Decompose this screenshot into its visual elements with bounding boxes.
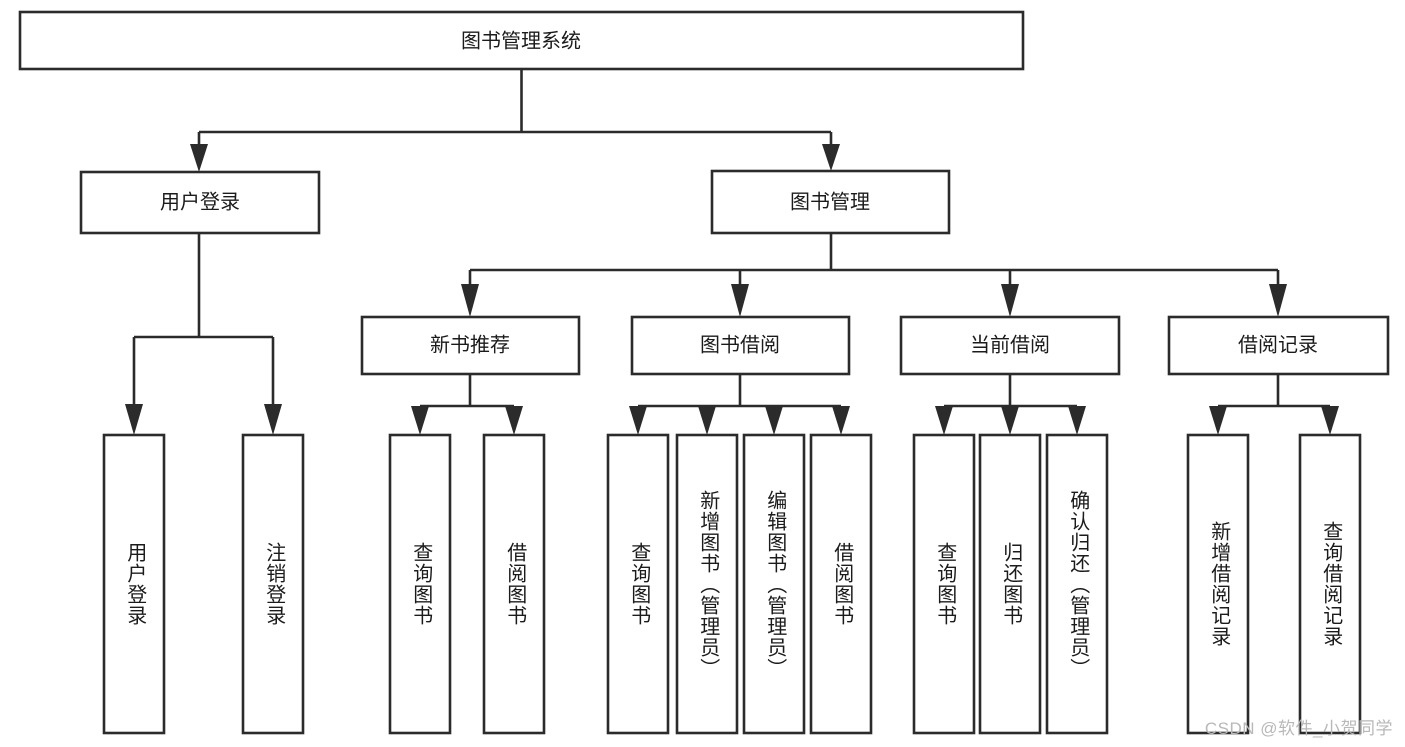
node-leaf-query-record[interactable] (1298, 433, 1362, 735)
arrow-head-leaf-add-book (698, 406, 716, 435)
arrow-head-leaf-logout (264, 404, 282, 435)
label-current-borrow: 当前借阅 (970, 333, 1050, 356)
node-leaf-user-login[interactable] (102, 433, 166, 735)
arrow-head-leaf-query-book-3 (935, 406, 953, 435)
arrow-head-leaf-user-login (125, 404, 143, 435)
node-current-borrow[interactable] (899, 315, 1121, 376)
node-user-login[interactable] (79, 170, 321, 235)
arrow-head-leaf-borrow-book-2 (832, 406, 850, 435)
node-leaf-query-book-3[interactable] (912, 433, 976, 735)
node-leaf-confirm-return[interactable] (1045, 433, 1109, 735)
arrow-head-leaf-query-book-1 (411, 406, 429, 435)
arrow-head-leaf-query-book-2 (629, 406, 647, 435)
arrow-head-leaf-borrow-book-1 (505, 406, 523, 435)
label-book-manage: 图书管理 (790, 190, 870, 213)
node-new-book-rec[interactable] (360, 315, 581, 376)
arrow-head-user-login (190, 144, 208, 172)
connector-layer (125, 69, 1339, 435)
node-leaf-borrow-book-1[interactable] (482, 433, 546, 735)
label-user-login: 用户登录 (160, 190, 240, 213)
label-borrow-record: 借阅记录 (1238, 333, 1318, 356)
node-root[interactable] (18, 10, 1025, 71)
node-leaf-query-book-1[interactable] (388, 433, 452, 735)
label-book-borrow: 图书借阅 (700, 333, 780, 356)
arrow-head-leaf-query-record (1321, 406, 1339, 435)
arrow-head-borrow-record (1269, 284, 1287, 317)
arrow-head-book-manage (822, 144, 840, 171)
arrow-head-new-book-rec (461, 284, 479, 317)
node-borrow-record[interactable] (1167, 315, 1390, 376)
label-new-book-rec: 新书推荐 (430, 333, 510, 356)
node-leaf-borrow-book-2[interactable] (809, 433, 873, 735)
label-layer-horizontal: 图书管理系统 用户登录 图书管理 新书推荐 图书借阅 当前借阅 借阅记录 (160, 29, 1318, 356)
arrow-head-leaf-edit-book (765, 406, 783, 435)
node-leaf-edit-book[interactable] (742, 433, 806, 735)
node-leaf-query-book-2[interactable] (606, 433, 670, 735)
watermark-text: CSDN @软件_小贺同学 (1204, 719, 1393, 738)
arrow-head-current-borrow (1001, 284, 1019, 317)
node-leaf-logout[interactable] (241, 433, 305, 735)
arrow-head-leaf-add-record (1209, 406, 1227, 435)
label-root: 图书管理系统 (461, 29, 581, 52)
node-layer (18, 10, 1390, 735)
node-leaf-return-book[interactable] (978, 433, 1042, 735)
node-book-borrow[interactable] (630, 315, 851, 376)
arrow-head-leaf-confirm-return (1068, 406, 1086, 435)
arrow-head-leaf-return-book (1001, 406, 1019, 435)
node-leaf-add-record[interactable] (1186, 433, 1250, 735)
node-book-manage[interactable] (710, 169, 951, 235)
node-leaf-add-book[interactable] (675, 433, 739, 735)
arrow-head-book-borrow (731, 284, 749, 317)
